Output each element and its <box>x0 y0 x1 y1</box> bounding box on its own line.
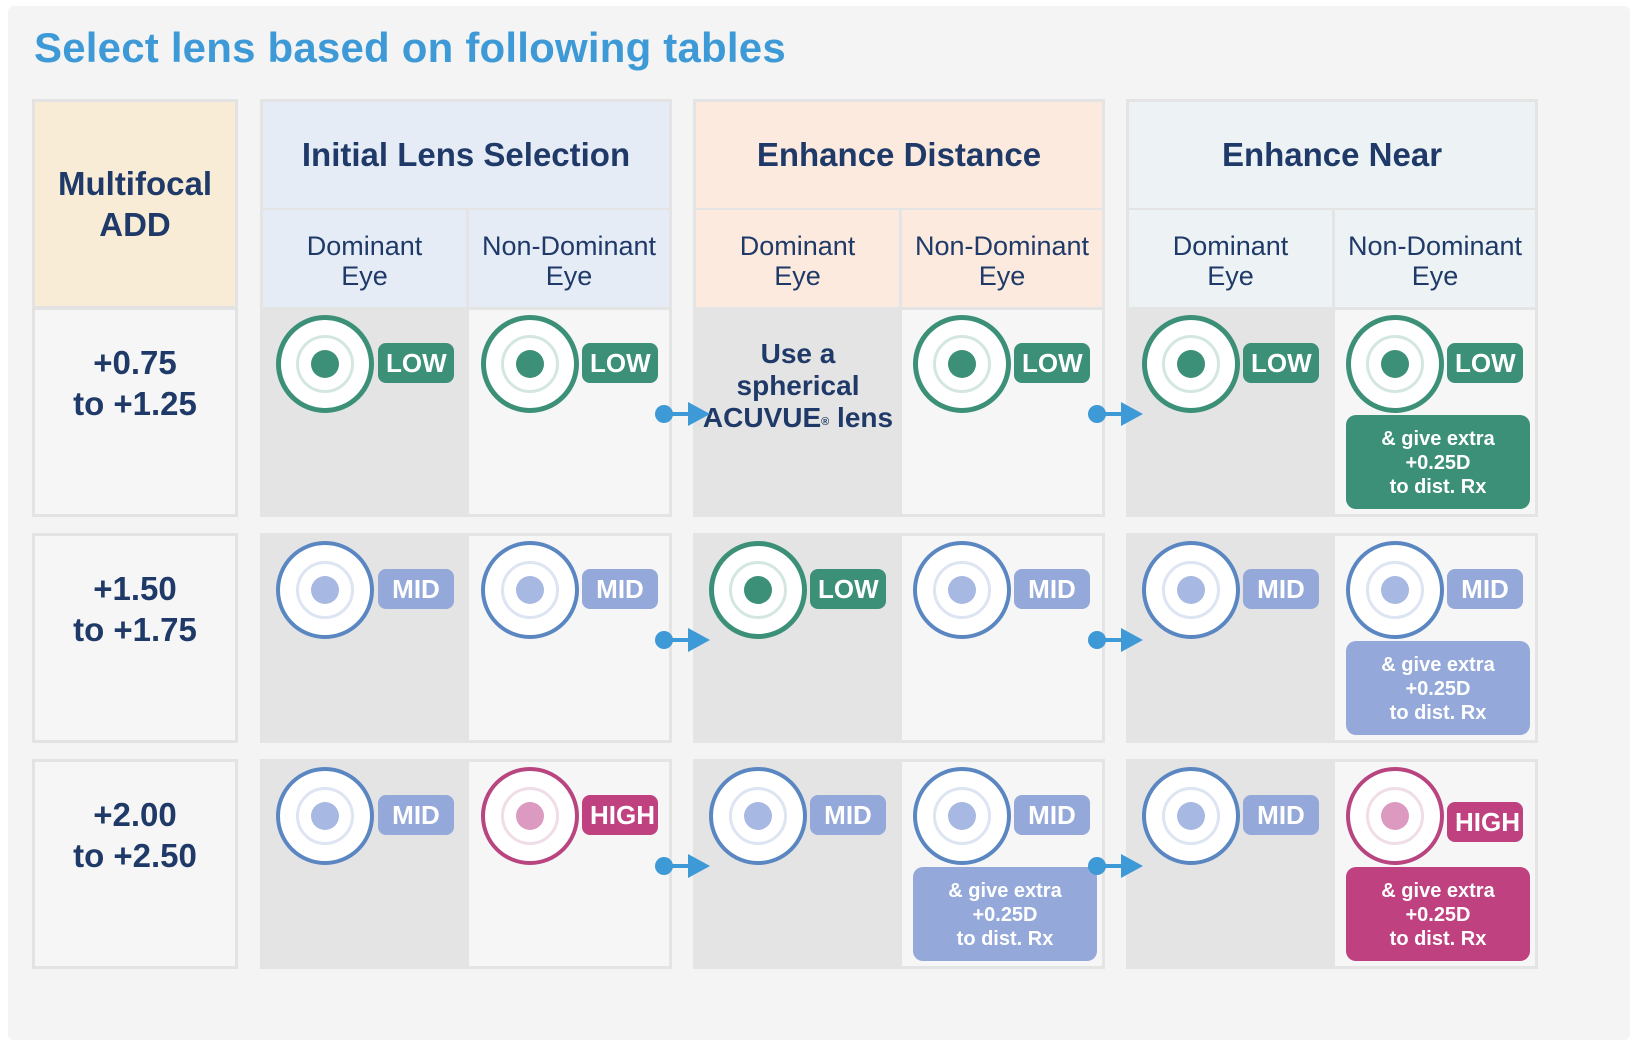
lens-low-icon <box>276 315 374 413</box>
distance-nondominant-line2: Eye <box>978 261 1026 291</box>
lens-mid-icon <box>1346 541 1444 639</box>
extra-line3: to dist. Rx <box>1389 928 1487 950</box>
page-title: Select lens based on following tables <box>34 24 786 71</box>
group-near-title: Enhance Near <box>1129 102 1535 208</box>
mid-badge: MID <box>378 795 454 835</box>
mid-badge: MID <box>1014 795 1090 835</box>
low-badge: LOW <box>582 343 658 383</box>
add-row-3: +2.00 to +2.50 <box>32 759 238 969</box>
lens-low-icon <box>1142 315 1240 413</box>
initial-dominant-line2: Eye <box>341 261 388 291</box>
mid-badge: MID <box>810 795 886 835</box>
registered-mark: ® <box>821 416 830 428</box>
lens-high-icon <box>481 767 579 865</box>
add-row-2-line1: +1.50 <box>93 570 177 607</box>
extra-line3: to dist. Rx <box>956 928 1054 950</box>
spherical-note-line1: Use a spherical <box>736 338 860 401</box>
mid-badge: MID <box>1243 795 1319 835</box>
low-badge: LOW <box>810 569 886 609</box>
low-badge: LOW <box>378 343 454 383</box>
flow-arrow-icon <box>1088 402 1143 426</box>
lens-mid-icon <box>709 767 807 865</box>
lens-mid-icon <box>913 767 1011 865</box>
lens-low-icon <box>481 315 579 413</box>
lens-mid-icon <box>276 541 374 639</box>
distance-dominant-line2: Eye <box>774 261 821 291</box>
near-nondominant-line2: Eye <box>1411 261 1459 291</box>
add-row-1-line2: to +1.25 <box>73 385 197 422</box>
mid-badge: MID <box>1243 569 1319 609</box>
extra-line1: & give extra <box>1381 880 1495 902</box>
spherical-note-line2-end: lens <box>829 402 894 433</box>
extra-line3: to dist. Rx <box>1389 702 1487 724</box>
add-row-2: +1.50 to +1.75 <box>32 533 238 743</box>
high-badge: HIGH <box>1447 802 1523 842</box>
lens-mid-icon <box>1142 767 1240 865</box>
add-header-line2: ADD <box>99 206 171 243</box>
flow-arrow-icon <box>655 402 710 426</box>
lens-low-icon <box>1346 315 1444 413</box>
mid-badge: MID <box>582 569 658 609</box>
near-dominant-line1: Dominant <box>1172 231 1289 261</box>
extra-line1: & give extra <box>948 880 1062 902</box>
add-row-1-line1: +0.75 <box>93 344 177 381</box>
flow-arrow-icon <box>1088 628 1143 652</box>
group-initial-title: Initial Lens Selection <box>263 102 669 208</box>
high-badge: HIGH <box>582 795 658 835</box>
low-badge: LOW <box>1447 343 1523 383</box>
lens-low-icon <box>709 541 807 639</box>
extra-line1: & give extra <box>1381 428 1495 450</box>
distance-dominant-line1: Dominant <box>739 231 856 261</box>
extra-line2: +0.25D <box>1405 904 1471 926</box>
low-badge: LOW <box>1243 343 1319 383</box>
mid-badge: MID <box>378 569 454 609</box>
extra-line3: to dist. Rx <box>1389 476 1487 498</box>
low-badge: LOW <box>1014 343 1090 383</box>
mid-badge: MID <box>1014 569 1090 609</box>
flow-arrow-icon <box>1088 854 1143 878</box>
near-dominant-line2: Eye <box>1207 261 1254 291</box>
add-row-3-line1: +2.00 <box>93 796 177 833</box>
distance-nondominant-line1: Non-Dominant <box>914 231 1090 261</box>
lens-low-icon <box>913 315 1011 413</box>
extra-line2: +0.25D <box>1405 452 1471 474</box>
lens-mid-icon <box>913 541 1011 639</box>
extra-line2: +0.25D <box>972 904 1038 926</box>
group-distance-title: Enhance Distance <box>696 102 1102 208</box>
add-row-3-line2: to +2.50 <box>73 837 197 874</box>
add-row-1: +0.75 to +1.25 <box>32 307 238 517</box>
add-header-line1: Multifocal <box>58 165 212 202</box>
initial-nondominant-line2: Eye <box>545 261 593 291</box>
initial-dominant-line1: Dominant <box>306 231 423 261</box>
lens-mid-icon <box>481 541 579 639</box>
extra-line2: +0.25D <box>1405 678 1471 700</box>
spherical-note-brand: ACUVUE <box>702 402 822 433</box>
mid-badge: MID <box>1447 569 1523 609</box>
lens-high-icon <box>1346 767 1444 865</box>
lens-mid-icon <box>276 767 374 865</box>
initial-nondominant-line1: Non-Dominant <box>481 231 657 261</box>
add-row-2-line2: to +1.75 <box>73 611 197 648</box>
flow-arrow-icon <box>655 628 710 652</box>
near-nondominant-line1: Non-Dominant <box>1347 231 1523 261</box>
extra-line1: & give extra <box>1381 654 1495 676</box>
flow-arrow-icon <box>655 854 710 878</box>
lens-mid-icon <box>1142 541 1240 639</box>
